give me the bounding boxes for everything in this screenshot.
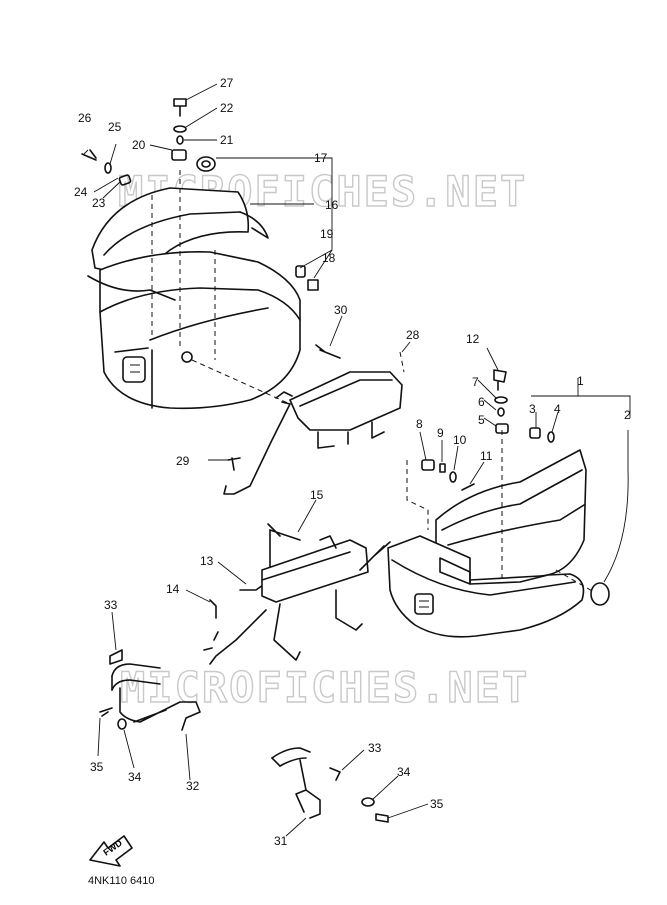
callout-34-left: 34: [128, 770, 142, 784]
callout-18: 18: [322, 251, 336, 265]
callout-29: 29: [176, 454, 190, 468]
callout-3: 3: [529, 402, 536, 416]
callout-8: 8: [416, 417, 423, 431]
watermark-bottom: MICROFICHES.NET: [120, 663, 529, 712]
callout-33-left: 33: [104, 598, 118, 612]
callout-labels: 1 2 3 4 5 6 7 8 9 10 11 12 13 14 15 16 1…: [74, 76, 631, 848]
callout-19: 19: [320, 227, 334, 241]
callout-35-left: 35: [90, 760, 104, 774]
callout-4: 4: [554, 402, 561, 416]
callout-34-right: 34: [397, 765, 411, 779]
upper-hardware: [81, 98, 319, 291]
callout-24: 24: [74, 185, 88, 199]
callout-33-right: 33: [368, 741, 382, 755]
callout-2: 2: [624, 408, 631, 422]
callout-20: 20: [132, 138, 146, 152]
frame-bracket: [203, 523, 391, 665]
callout-31: 31: [274, 834, 288, 848]
callout-6: 6: [478, 395, 485, 409]
callout-25: 25: [108, 120, 122, 134]
right-saddlebag: [387, 430, 610, 638]
callout-16: 16: [325, 198, 339, 212]
callout-7: 7: [472, 375, 479, 389]
drawing-code: 4NK110 6410: [88, 875, 154, 887]
callout-11: 11: [480, 449, 493, 463]
callout-22: 22: [220, 101, 234, 115]
leader-lines: [83, 83, 631, 837]
callout-13: 13: [200, 554, 214, 568]
callout-23: 23: [92, 196, 106, 210]
callout-35-right: 35: [430, 797, 444, 811]
callout-9: 9: [437, 426, 444, 440]
callout-1: 1: [577, 374, 584, 388]
guard-bar-right: [271, 747, 389, 823]
right-hardware: [421, 369, 555, 491]
callout-28: 28: [406, 328, 420, 342]
callout-15: 15: [310, 488, 324, 502]
fwd-arrow-icon: FWD: [89, 835, 133, 867]
left-saddlebag: [87, 170, 301, 410]
callout-32: 32: [186, 779, 200, 793]
callout-26: 26: [78, 111, 92, 125]
bracket-assembly: [223, 344, 405, 495]
callout-30: 30: [334, 303, 348, 317]
callout-17: 17: [314, 151, 328, 165]
guard-bar-left: [99, 649, 201, 731]
callout-14: 14: [166, 582, 180, 596]
callout-10: 10: [453, 433, 467, 447]
callout-12: 12: [466, 332, 480, 346]
callout-5: 5: [478, 413, 485, 427]
callout-27: 27: [220, 76, 234, 90]
callout-21: 21: [220, 133, 234, 147]
